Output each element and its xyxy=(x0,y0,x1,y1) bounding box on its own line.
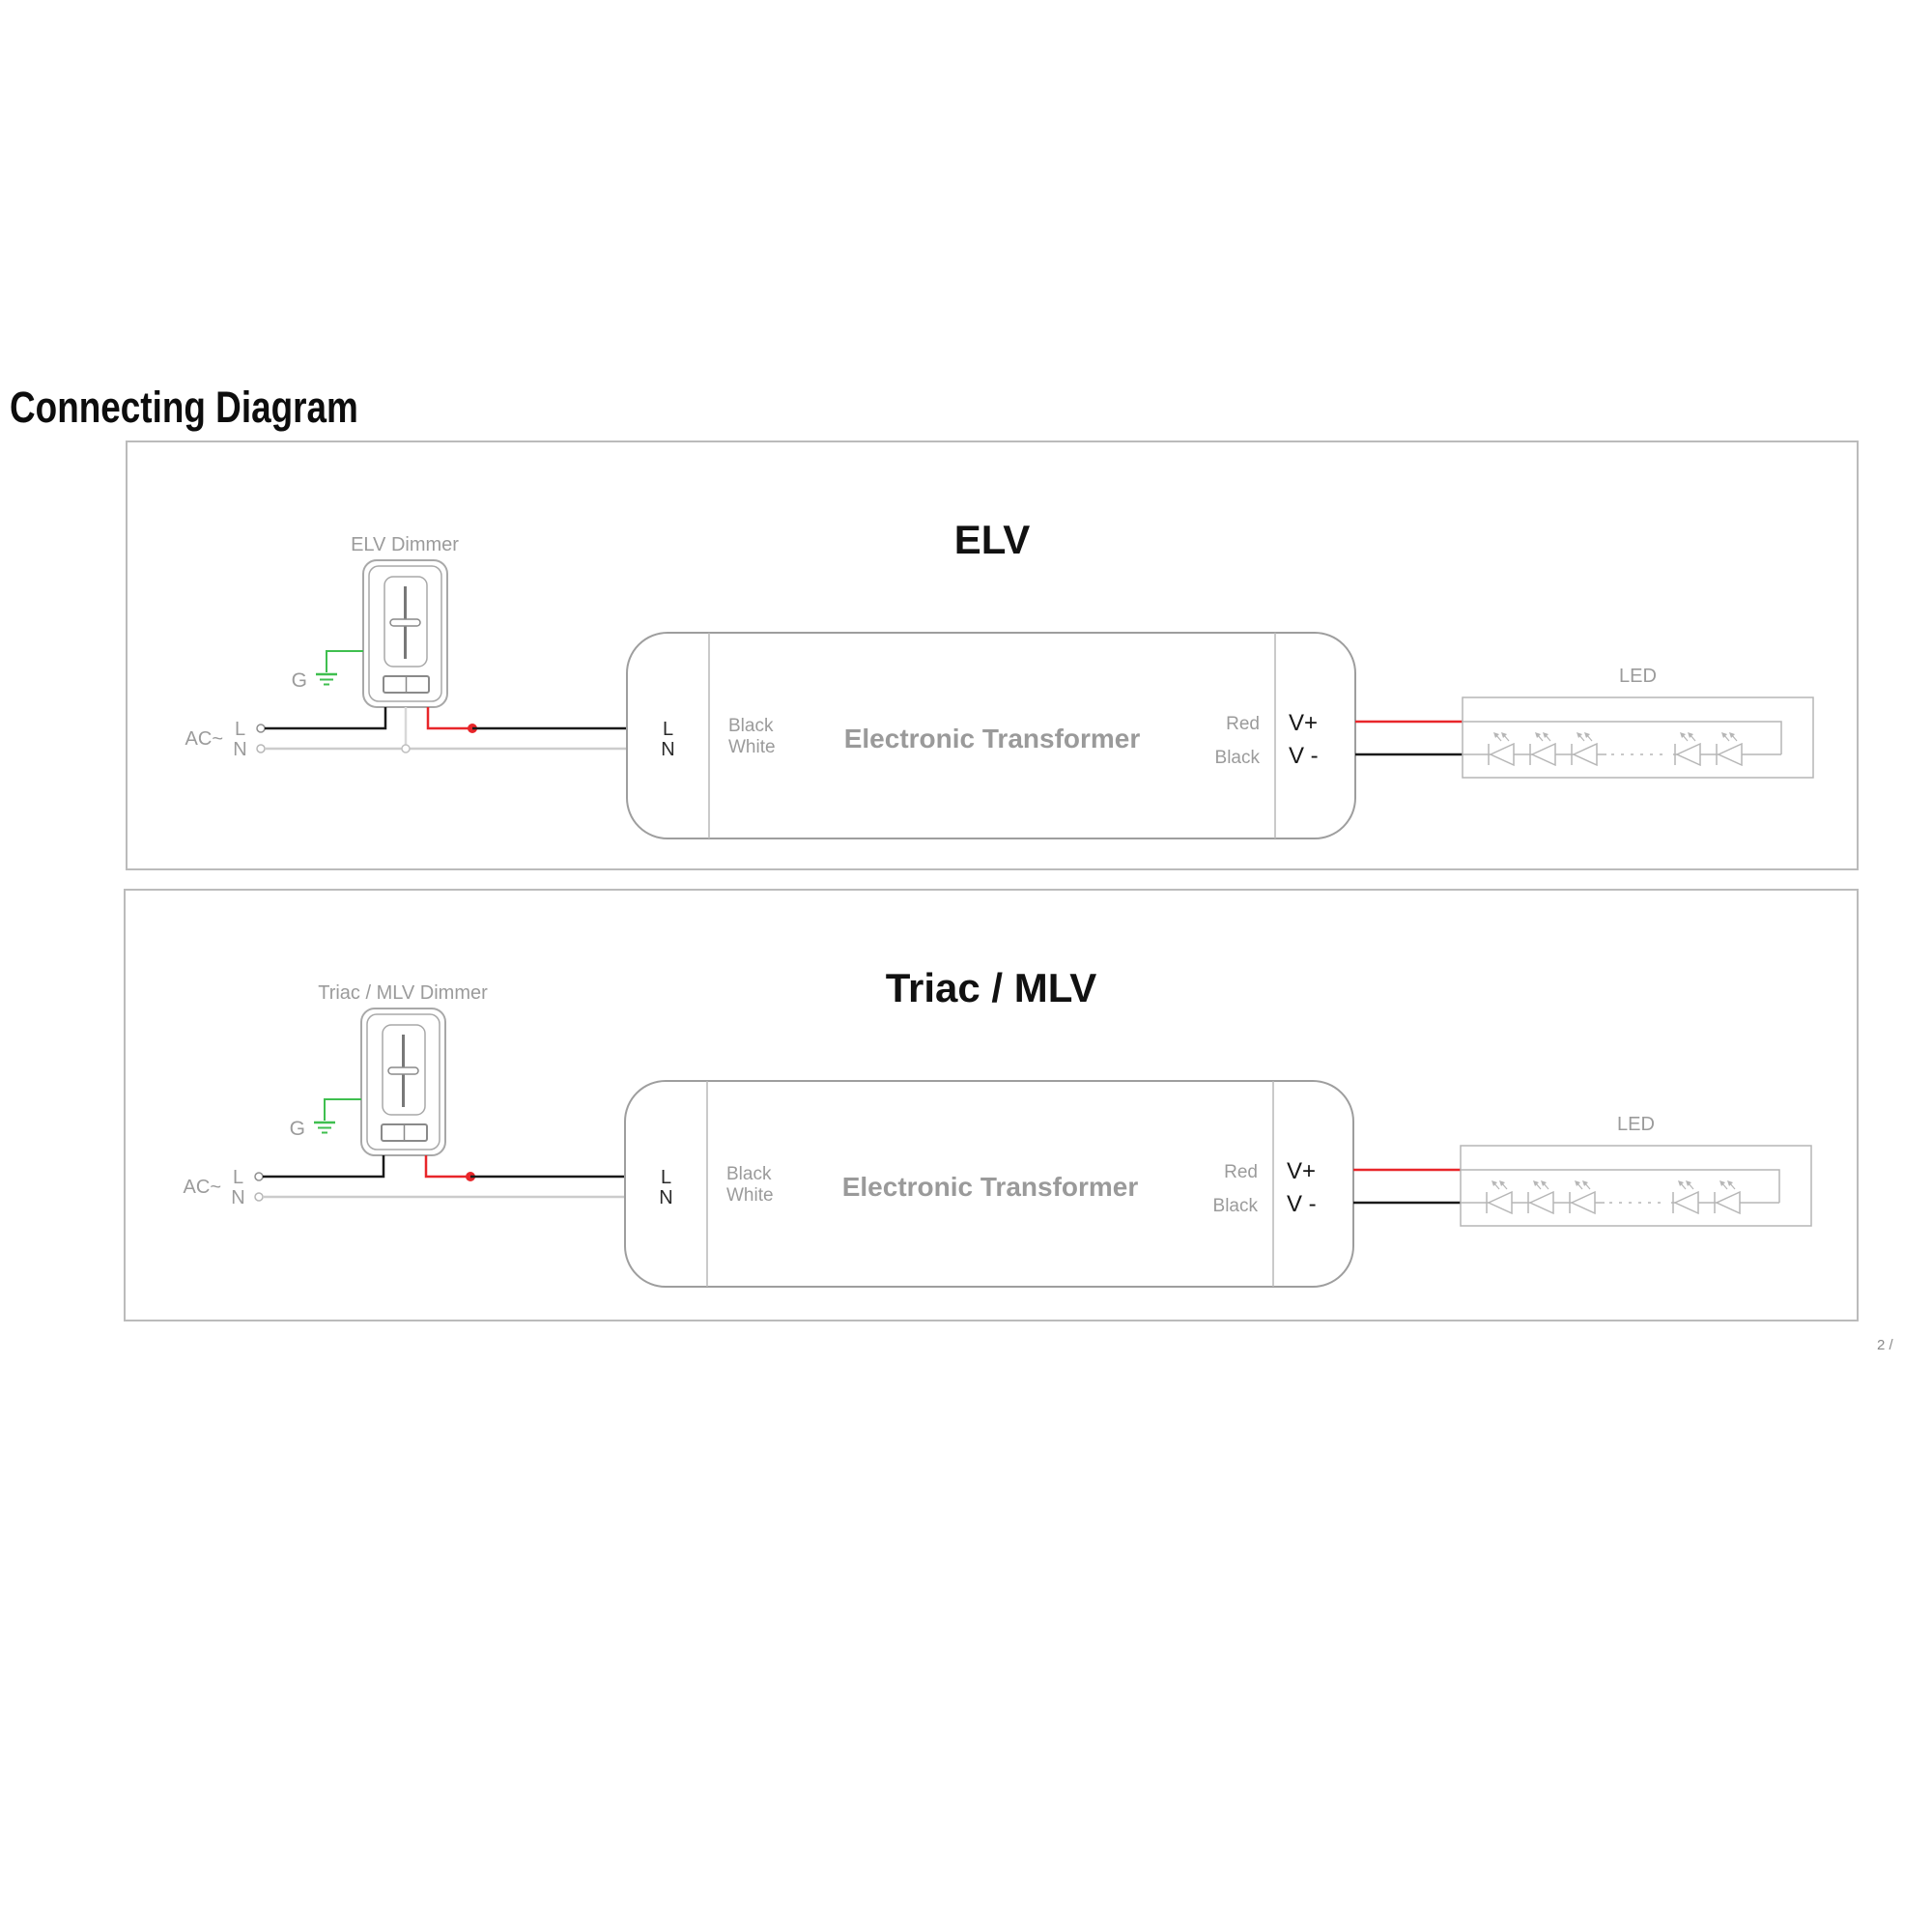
ground-label: G xyxy=(289,1118,305,1140)
page-footer-fragment: 2 / xyxy=(1877,1337,1893,1350)
led-label: LED xyxy=(1617,1114,1655,1135)
dimmed-hot-wire xyxy=(424,1155,470,1179)
triac-wiring-svg xyxy=(254,1008,1812,1288)
dimmer-label: Triac / MLV Dimmer xyxy=(318,982,488,1004)
neutral-terminal xyxy=(254,1192,264,1202)
terminal-v-plus: V+ xyxy=(1287,1158,1317,1184)
panel-title: Triac / MLV xyxy=(885,965,1097,1010)
input-wire-black-label: Black xyxy=(728,716,774,736)
transformer-terminal-l: L xyxy=(660,1167,672,1188)
line-wire xyxy=(265,707,387,730)
line-terminal xyxy=(254,1172,264,1181)
neutral-label: N xyxy=(231,1187,245,1208)
output-wire-red-label: Red xyxy=(1224,1162,1258,1182)
neutral-label: N xyxy=(233,739,247,760)
ground-icon xyxy=(316,650,363,686)
input-wire-white-label: White xyxy=(728,737,776,757)
ground-icon xyxy=(314,1098,361,1134)
line-terminal xyxy=(256,724,266,733)
transformer-name: Electronic Transformer xyxy=(843,724,1141,753)
output-wire-black-label: Black xyxy=(1212,1196,1258,1216)
led-label: LED xyxy=(1619,666,1657,687)
dimmed-hot-wire xyxy=(426,707,472,730)
dimmer-label: ELV Dimmer xyxy=(351,534,459,555)
transformer-terminal-l: L xyxy=(662,719,674,740)
transformer-name: Electronic Transformer xyxy=(841,1172,1139,1202)
transformer-terminal-n: N xyxy=(659,1187,673,1208)
transformer-box xyxy=(626,632,1356,839)
terminal-v-plus: V+ xyxy=(1289,710,1319,736)
input-wire-black-label: Black xyxy=(726,1164,772,1184)
terminal-v-minus: V - xyxy=(1289,743,1319,769)
elv-panel: ELV ELV Dimmer G AC~ L N L N Black White… xyxy=(126,440,1859,870)
line-label: L xyxy=(232,1167,244,1188)
ac-source-label: AC~ xyxy=(183,1177,221,1198)
dimmer-icon xyxy=(362,559,448,708)
led-strip xyxy=(1460,1145,1812,1227)
elv-wiring-svg xyxy=(256,559,1814,839)
ac-source-label: AC~ xyxy=(185,728,223,750)
neutral-junction xyxy=(401,744,411,753)
transformer-terminal-n: N xyxy=(661,739,675,760)
neutral-terminal xyxy=(256,744,266,753)
panel-title: ELV xyxy=(953,517,1031,562)
output-wire-black-label: Black xyxy=(1214,748,1260,768)
line-label: L xyxy=(234,719,246,740)
dimmer-icon xyxy=(360,1008,446,1156)
transformer-box xyxy=(624,1080,1354,1288)
output-wire-red-label: Red xyxy=(1226,714,1260,734)
ground-label: G xyxy=(291,669,307,692)
triac-mlv-panel: Triac / MLV Triac / MLV Dimmer G AC~ L N… xyxy=(124,889,1859,1321)
line-wire xyxy=(263,1155,385,1179)
terminal-v-minus: V - xyxy=(1287,1191,1317,1217)
page-title: Connecting Diagram xyxy=(10,383,358,432)
led-strip xyxy=(1462,696,1814,779)
input-wire-white-label: White xyxy=(726,1185,774,1206)
